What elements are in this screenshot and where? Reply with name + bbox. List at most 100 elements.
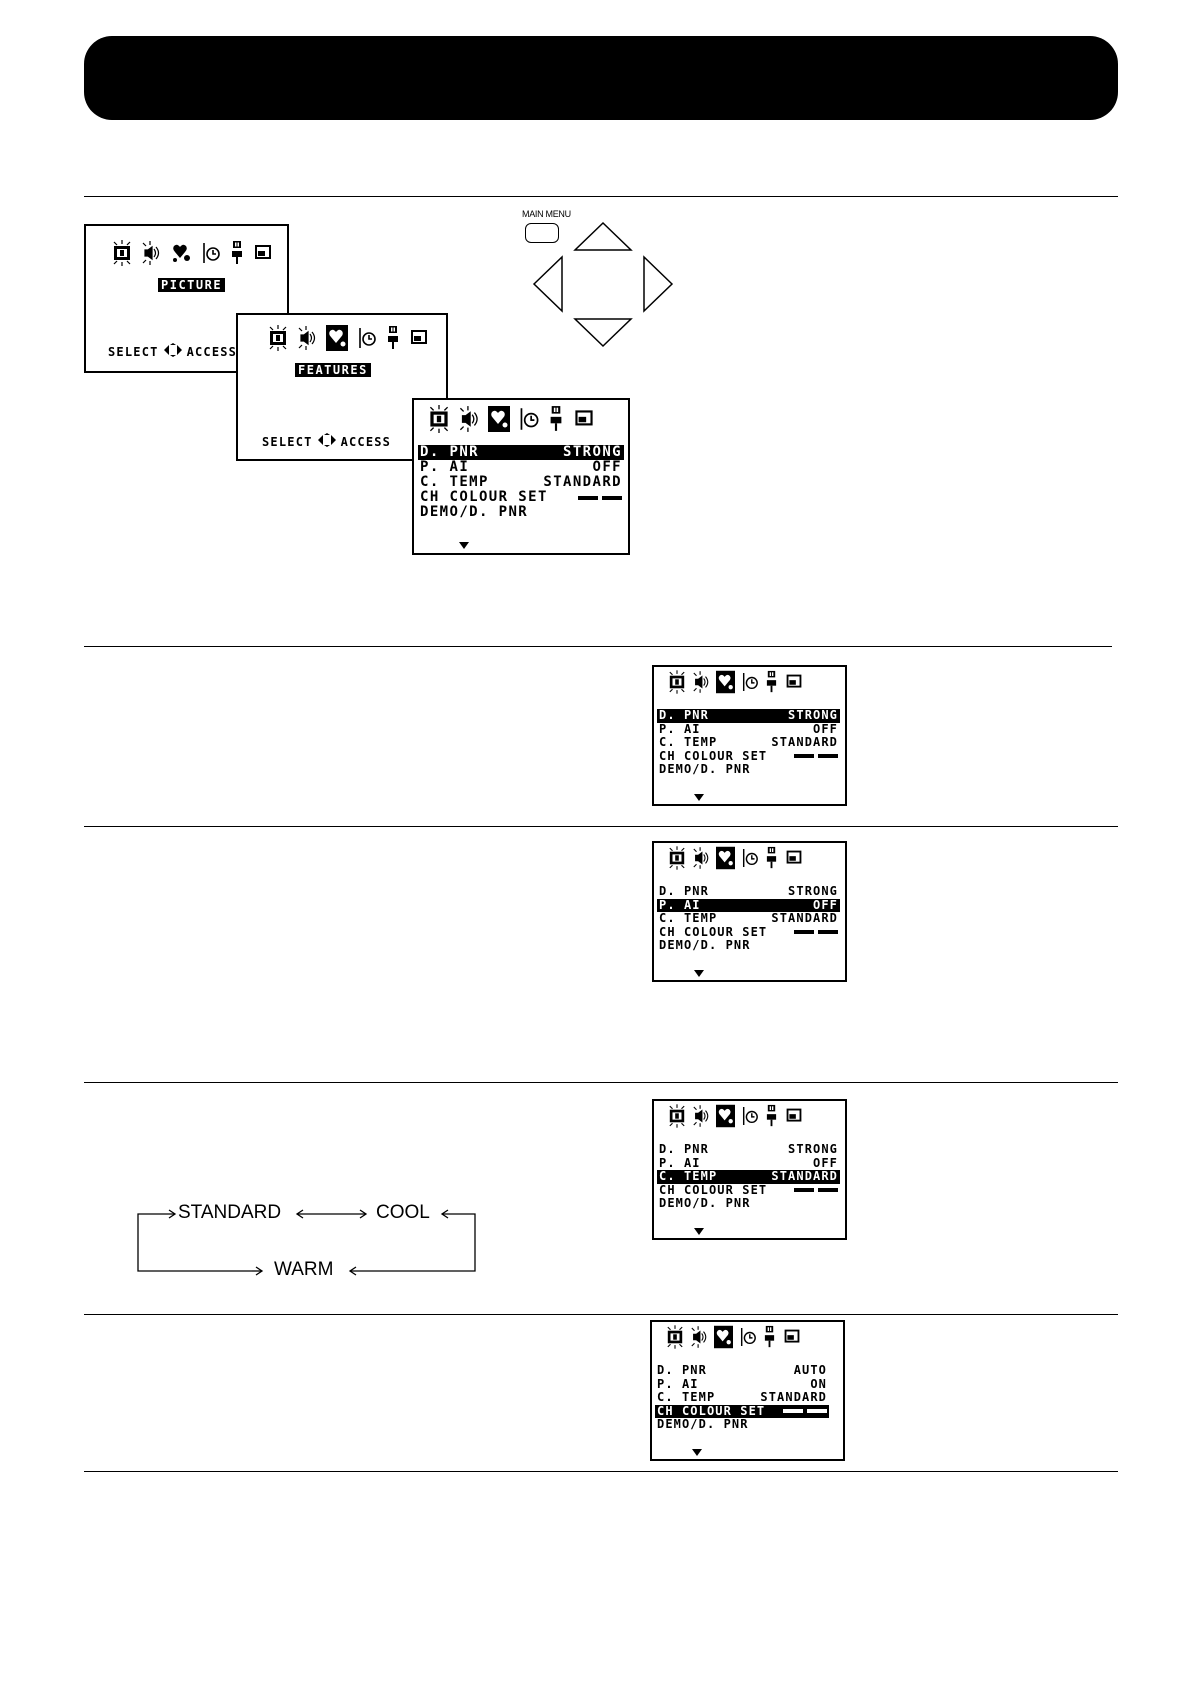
pip-icon xyxy=(782,1325,802,1349)
picture-icon xyxy=(268,325,288,351)
picture-menu-title: PICTURE xyxy=(158,278,226,292)
sound-icon xyxy=(141,240,161,266)
remote-control-pad: MAIN MENU xyxy=(520,205,680,355)
picture-icon xyxy=(666,1325,684,1349)
menu-option-row[interactable]: P. AI OFF xyxy=(418,460,624,475)
option-value: OFF xyxy=(813,1155,838,1170)
option-label: CH COLOUR SET xyxy=(659,748,768,763)
pip-icon xyxy=(572,405,596,433)
menu-option-row[interactable]: P. AI ON xyxy=(655,1376,829,1392)
option-label: C. TEMP xyxy=(659,735,718,749)
picture-icon xyxy=(112,240,132,266)
option-value: OFF xyxy=(592,459,622,475)
menu-option-row[interactable]: CH COLOUR SET xyxy=(657,1183,840,1198)
menu-option-row[interactable]: CH COLOUR SET xyxy=(655,1403,829,1418)
option-value: AUTO xyxy=(793,1363,827,1377)
select-arrows-icon xyxy=(163,343,183,360)
sound-icon xyxy=(297,325,317,351)
features-icon xyxy=(488,405,510,433)
down-arrow-button[interactable] xyxy=(573,318,633,348)
features-icon xyxy=(326,325,348,351)
install-icon xyxy=(763,1325,776,1349)
menu-icon-bar xyxy=(668,846,804,870)
option-value: STANDARD xyxy=(771,1169,838,1183)
access-label: ACCESS xyxy=(340,434,392,449)
option-label: DEMO/D. PNR xyxy=(659,938,751,952)
option-label: CH COLOUR SET xyxy=(659,924,768,939)
features-icon xyxy=(714,1325,733,1349)
colour-temp-warm-label: WARM xyxy=(274,1259,334,1280)
menu-icon-bar xyxy=(428,405,596,433)
option-label: CH COLOUR SET xyxy=(657,1403,766,1418)
menu-option-row[interactable]: DEMO/D. PNR xyxy=(655,1417,829,1432)
left-arrow-button[interactable] xyxy=(532,255,563,313)
section-divider xyxy=(84,196,1118,197)
scroll-down-icon xyxy=(459,542,469,549)
option-label: CH COLOUR SET xyxy=(420,489,548,505)
option-value: STANDARD xyxy=(760,1390,827,1404)
option-label: P. AI xyxy=(659,897,701,912)
option-label: DEMO/D. PNR xyxy=(657,1417,749,1431)
select-access-hint: SELECT ACCESS xyxy=(108,343,237,360)
option-label: P. AI xyxy=(420,459,470,475)
timer-icon xyxy=(741,670,759,694)
install-icon xyxy=(765,846,778,870)
picture-icon xyxy=(668,670,686,694)
main-menu-button[interactable] xyxy=(525,223,559,243)
timer-icon xyxy=(741,846,759,870)
pip-icon xyxy=(784,670,804,694)
option-value: OFF xyxy=(813,721,838,736)
option-label: D. PNR xyxy=(420,444,479,460)
features-icon xyxy=(716,670,735,694)
menu-option-row[interactable]: DEMO/D. PNR xyxy=(657,1196,840,1211)
timer-icon xyxy=(741,1104,759,1128)
up-arrow-button[interactable] xyxy=(573,221,633,251)
menu-option-row[interactable]: DEMO/D. PNR xyxy=(418,505,624,520)
pip-icon xyxy=(784,1104,804,1128)
colour-temp-standard-label: STANDARD xyxy=(178,1202,282,1223)
option-label: P. AI xyxy=(657,1376,699,1391)
menu-option-row[interactable]: DEMO/D. PNR xyxy=(657,938,840,953)
menu-option-row[interactable]: DEMO/D. PNR xyxy=(657,762,840,777)
timer-icon xyxy=(201,240,221,266)
option-value: ON xyxy=(810,1376,827,1391)
menu-option-row[interactable]: CH COLOUR SET xyxy=(657,748,840,764)
menu-option-row[interactable]: CH COLOUR SET xyxy=(418,490,624,505)
menu-icon-bar xyxy=(268,325,429,351)
right-arrow-button[interactable] xyxy=(643,255,674,313)
timer-icon xyxy=(739,1325,757,1349)
option-value: STRONG xyxy=(788,708,838,722)
install-icon xyxy=(765,670,778,694)
install-icon xyxy=(230,240,244,266)
picture-menu-screen: PICTURE SELECT ACCESS xyxy=(84,224,289,373)
pip-icon xyxy=(409,325,429,351)
features-icon xyxy=(716,1104,735,1128)
option-label: C. TEMP xyxy=(657,1390,716,1404)
sound-icon xyxy=(692,670,710,694)
select-access-hint: SELECT ACCESS xyxy=(262,433,391,450)
section-divider xyxy=(84,826,1118,827)
section-divider xyxy=(84,646,1112,647)
menu-option-row[interactable]: C. TEMP STANDARD xyxy=(655,1390,829,1405)
menu-option-row[interactable]: CH COLOUR SET xyxy=(657,924,840,940)
option-value: STRONG xyxy=(788,1142,838,1156)
menu-icon-bar xyxy=(668,670,804,694)
scroll-down-icon xyxy=(692,1449,702,1456)
access-label: ACCESS xyxy=(186,344,238,359)
